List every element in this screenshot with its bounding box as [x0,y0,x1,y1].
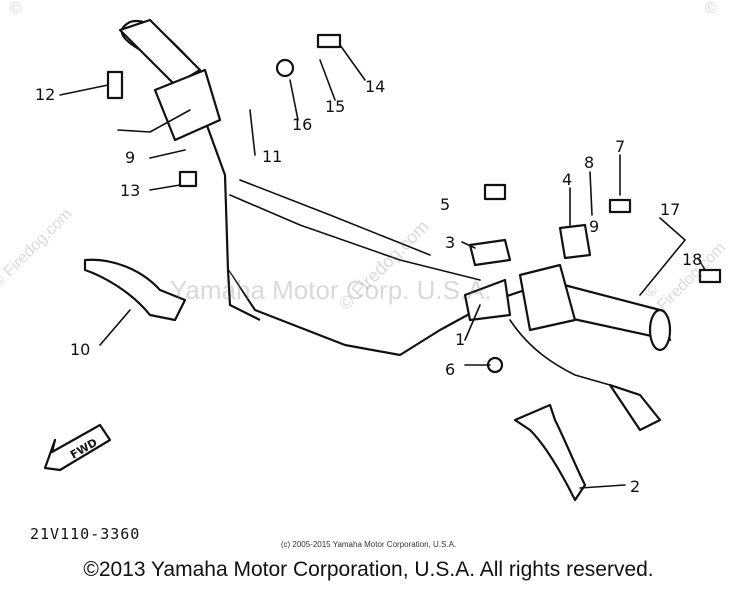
callout-5: 5 [440,195,450,214]
handlebar-drawing: FWD [43,18,722,502]
callout-18: 18 [682,250,702,269]
callout-4: 4 [562,170,572,189]
small-copyright: (c) 2005-2015 Yamaha Motor Corporation, … [280,540,457,549]
callout-9: 9 [125,148,135,167]
diagram-part-code: 21V110-3360 [30,525,141,543]
callout-6: 6 [445,360,455,379]
callout-1: 1 [455,330,465,349]
watermark-corner-left: © [10,0,22,17]
callout-12: 12 [35,85,55,104]
watermark-corner-right: © [705,0,717,17]
callout-7: 7 [615,137,625,156]
callout-16: 16 [292,115,312,134]
callout-17: 17 [660,200,680,219]
callout-13: 13 [120,181,140,200]
callout-2: 2 [630,477,640,496]
callout-8: 8 [584,153,594,172]
callout-11: 11 [262,147,282,166]
callout-9b: 9 [589,217,599,236]
callout-10: 10 [70,340,90,359]
callout-15: 15 [325,97,345,116]
footer-copyright: ©2013 Yamaha Motor Corporation, U.S.A. A… [83,558,654,581]
callout-14: 14 [365,77,385,96]
watermark-yamaha: Yamaha Motor Corp. U.S.A. [170,275,492,305]
callout-3: 3 [445,233,455,252]
